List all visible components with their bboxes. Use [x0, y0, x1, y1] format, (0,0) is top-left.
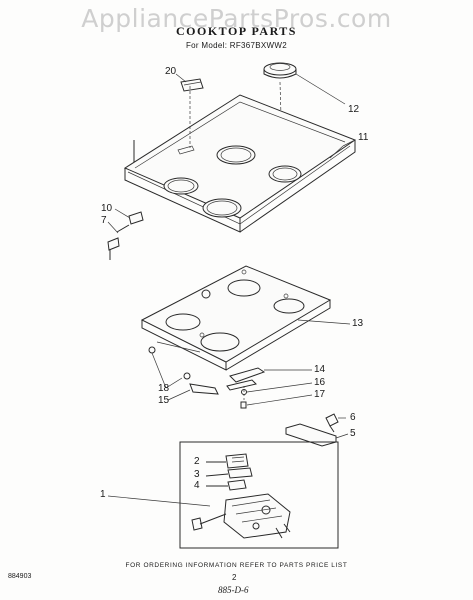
part-10-7-clip-screw [107, 208, 144, 260]
switch-assembly-box [107, 441, 339, 549]
callout-12: 12 [348, 104, 360, 115]
part-11-cooktop [123, 86, 357, 233]
hardware-brackets [148, 341, 313, 409]
handwritten-mark: 885-D-6 [218, 585, 249, 595]
callout-10: 10 [101, 203, 113, 214]
part-6-5-terminal-strap [285, 413, 349, 447]
callout-20: 20 [165, 66, 177, 77]
diagram-title: COOKTOP PARTS [176, 24, 297, 38]
callout-13: 13 [352, 318, 364, 329]
ordering-note: FOR ORDERING INFORMATION REFER TO PARTS … [125, 562, 348, 569]
callout-15: 15 [158, 395, 170, 406]
callout-3: 3 [194, 469, 200, 480]
callout-11: 11 [358, 132, 369, 143]
document-code: 884903 [8, 573, 32, 580]
callout-5: 5 [350, 428, 356, 439]
part-20-insert [175, 73, 204, 92]
callout-16: 16 [314, 377, 326, 388]
callout-1: 1 [100, 489, 106, 500]
model-line: For Model: RF367BXWW2 [186, 41, 287, 50]
callout-4: 4 [194, 480, 200, 491]
callout-7: 7 [101, 215, 107, 226]
page-number: 2 [232, 573, 237, 582]
part-12-surface-unit [263, 62, 346, 151]
callout-18: 18 [158, 383, 170, 394]
callout-2: 2 [194, 456, 200, 467]
part-13-burner-box [140, 265, 351, 371]
watermark: AppliancePartsPros.com [81, 4, 392, 33]
callout-6: 6 [350, 412, 356, 423]
callout-14: 14 [314, 364, 326, 375]
callout-17: 17 [314, 389, 326, 400]
